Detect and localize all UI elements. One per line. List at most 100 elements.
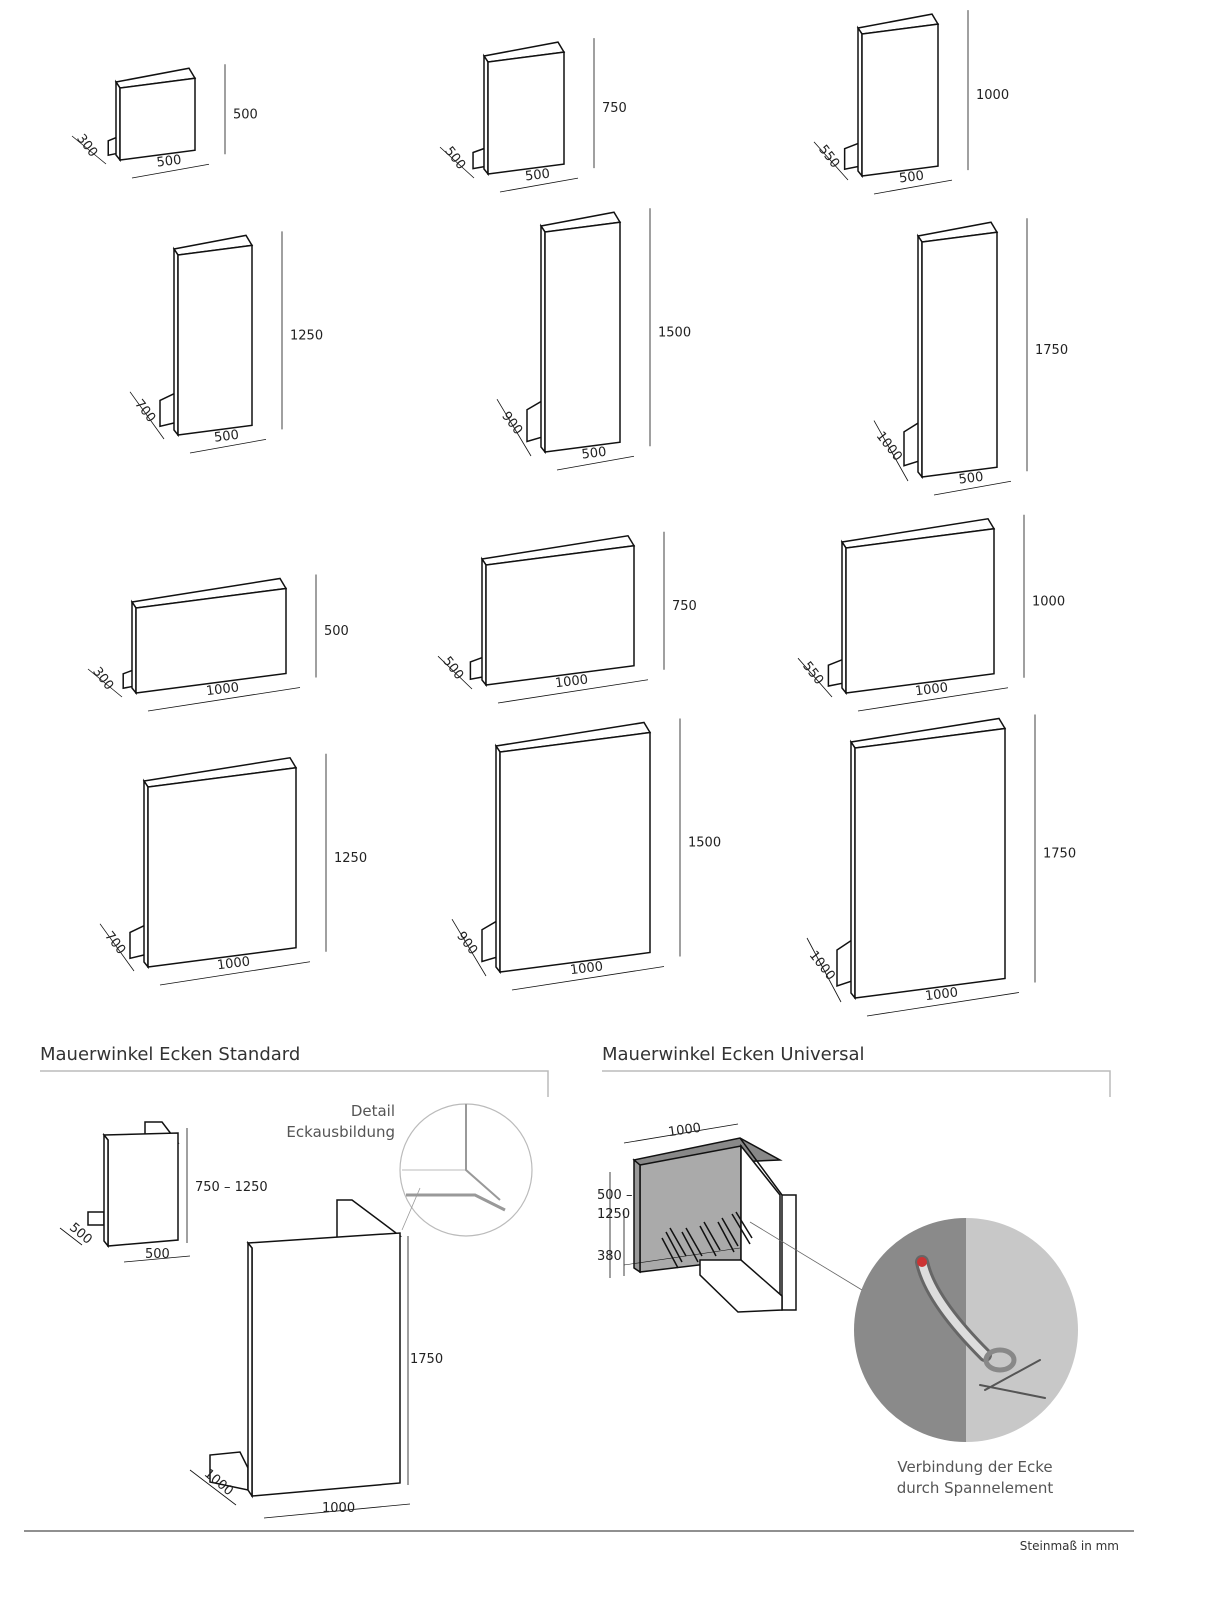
section-title-universal: Mauerwinkel Ecken Universal [602, 1044, 865, 1065]
standard-small-width-label: 500 [145, 1247, 170, 1262]
depth-dimension-line [797, 657, 833, 698]
spannelement-caption-line1: Verbindung der Ecke [897, 1458, 1052, 1476]
depth-label: 550 [815, 142, 842, 171]
block-face [485, 544, 635, 686]
height-label: 750 [602, 101, 627, 116]
standard-large-height-label: 1750 [410, 1352, 443, 1367]
width-dimension-line [511, 966, 665, 991]
block-face [845, 527, 995, 694]
block-face [135, 587, 287, 694]
height-label: 500 [233, 107, 258, 122]
section-divider-standard [40, 1070, 549, 1097]
width-label: 500 [213, 428, 239, 446]
depth-label: 1000 [873, 429, 905, 464]
width-dimension-line [933, 480, 1012, 496]
l-block: 1500 500 900 [496, 208, 691, 471]
width-label: 500 [524, 167, 550, 185]
depth-dimension-line [129, 391, 165, 440]
depth-dimension-line [496, 398, 532, 457]
depth-dimension-line [99, 923, 135, 972]
depth-dimension-line [873, 420, 909, 482]
universal-height-label-line1: 500 – [597, 1188, 632, 1203]
depth-label: 700 [101, 929, 128, 958]
width-dimension-line [189, 438, 267, 454]
unit-note: Steinmaß in mm [1020, 1539, 1119, 1553]
depth-label: 900 [453, 929, 480, 958]
depth-dimension-line [806, 937, 842, 1003]
spannelement-detail-circle [854, 1218, 1078, 1442]
width-dimension-line [159, 961, 311, 986]
l-block: 1750 1000 1000 [806, 714, 1076, 1017]
detail-label-line2: Eckausbildung [286, 1123, 395, 1141]
width-label: 1000 [554, 672, 589, 691]
depth-dimension-line [451, 918, 487, 977]
height-label: 1250 [334, 851, 367, 866]
block-face [177, 244, 253, 436]
universal-height-label-line2: 1250 [597, 1207, 630, 1222]
width-label: 500 [898, 169, 924, 187]
width-dimension-line [857, 687, 1009, 712]
depth-dimension-line [437, 655, 473, 690]
height-label: 750 [672, 599, 697, 614]
width-label: 1000 [216, 954, 251, 973]
depth-label: 500 [439, 654, 466, 683]
width-dimension-line [131, 163, 210, 179]
width-dimension-line [147, 687, 301, 712]
width-label: 1000 [569, 959, 604, 978]
block-face [119, 77, 196, 161]
depth-label: 550 [799, 659, 826, 688]
height-label: 1000 [976, 88, 1009, 103]
section-title-standard: Mauerwinkel Ecken Standard [40, 1044, 300, 1065]
block-face [544, 221, 621, 453]
l-block: 1250 500 700 [129, 231, 323, 454]
spannelement-caption-line2: durch Spannelement [897, 1479, 1054, 1497]
width-label: 1000 [924, 985, 959, 1004]
block-face [499, 731, 651, 973]
l-block: 1750 500 1000 [873, 218, 1068, 496]
block-face [147, 766, 297, 968]
width-dimension-line [497, 679, 649, 704]
height-label: 1000 [1032, 594, 1065, 609]
width-dimension-line [866, 992, 1020, 1017]
l-block: 1000 1000 550 [797, 514, 1065, 712]
standard-large-width-label: 1000 [322, 1501, 355, 1516]
width-label: 500 [958, 470, 984, 488]
standard-corner-small [59, 1121, 191, 1263]
width-label: 500 [581, 445, 607, 463]
section-divider-universal [602, 1070, 1111, 1097]
height-label: 1250 [290, 328, 323, 343]
standard-small-height-label: 750 – 1250 [195, 1180, 268, 1195]
l-block: 1000 500 550 [813, 10, 1009, 195]
depth-dimension-line [439, 146, 475, 179]
standard-corner-large [189, 1199, 411, 1519]
block-face [487, 51, 565, 175]
depth-label: 700 [131, 397, 158, 426]
width-label: 1000 [914, 680, 949, 699]
depth-label: 1000 [806, 948, 838, 983]
block-face [921, 231, 998, 478]
l-block: 750 500 500 [439, 38, 627, 193]
depth-label: 500 [441, 144, 468, 173]
l-block: 1250 1000 700 [99, 753, 367, 986]
block-face [854, 727, 1006, 999]
universal-corner [609, 1123, 863, 1313]
depth-label: 900 [498, 409, 525, 438]
universal-width-label: 1000 [667, 1121, 702, 1140]
height-label: 500 [324, 624, 349, 639]
l-block: 750 1000 500 [437, 531, 697, 704]
height-label: 1500 [658, 325, 691, 340]
block-face [861, 23, 939, 177]
depth-dimension-line [813, 141, 849, 181]
depth-dimension-line [87, 668, 123, 698]
width-dimension-line [556, 455, 635, 471]
width-dimension-line [873, 179, 953, 195]
depth-dimension-line [71, 135, 107, 165]
height-label: 1750 [1043, 847, 1076, 862]
height-label: 1750 [1035, 343, 1068, 358]
width-label: 1000 [205, 680, 240, 699]
detail-label-line1: Detail [351, 1102, 395, 1120]
height-label: 1500 [688, 836, 721, 851]
